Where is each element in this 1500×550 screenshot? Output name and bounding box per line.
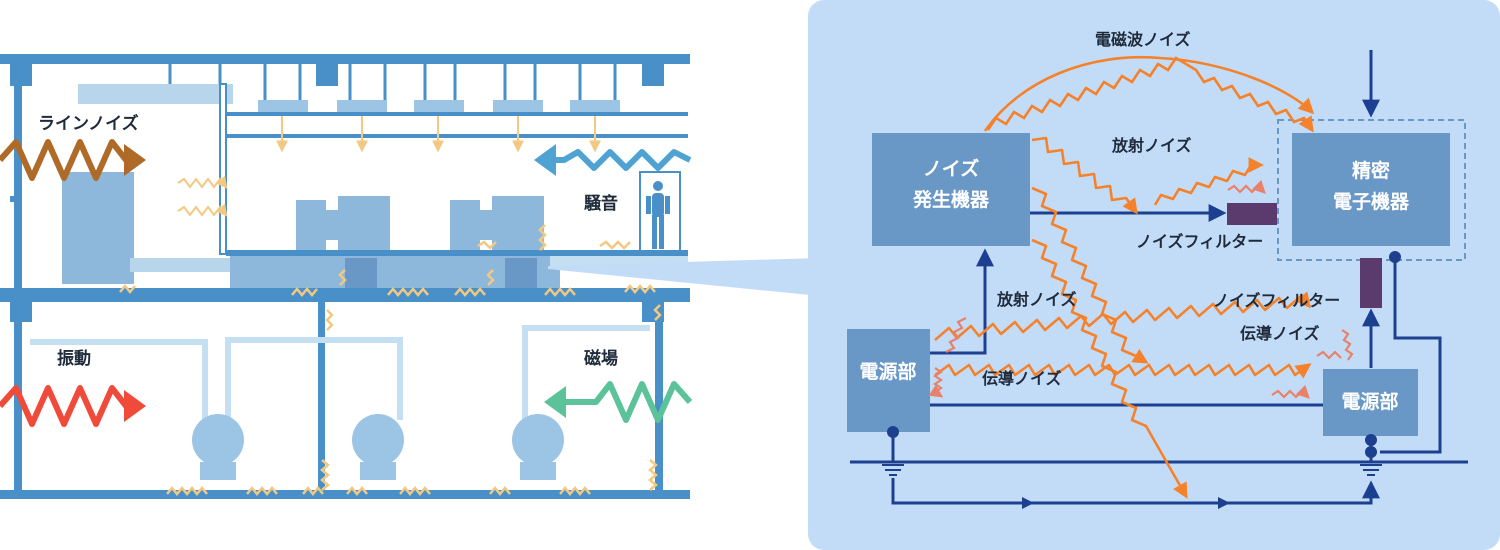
column-right-lower xyxy=(655,290,663,499)
door xyxy=(639,171,681,253)
vibration-arrowhead xyxy=(124,390,146,422)
noise-source-label-1: ノイズ xyxy=(923,157,979,180)
ceiling-hangers xyxy=(168,64,617,100)
noise-filter-top xyxy=(1227,203,1277,225)
vibration-label: 振動 xyxy=(57,348,91,369)
noise-source-box xyxy=(872,133,1030,246)
vibration-wave xyxy=(0,385,129,427)
conducted-noise-left-label: 伝導ノイズ xyxy=(982,369,1062,388)
pipes xyxy=(30,325,650,420)
floor-slab xyxy=(0,288,690,302)
sound-label: 騒音 xyxy=(584,193,618,214)
column-middle-lower xyxy=(318,300,325,495)
air-duct xyxy=(78,84,233,104)
noise-filter-right xyxy=(1360,258,1382,308)
column-cap xyxy=(10,300,32,322)
noise-path-diagram: ノイズ 発生機器 精密 電子機器 電源部 電源部 xyxy=(808,0,1500,550)
airflow-arrows xyxy=(276,116,601,153)
person-icon xyxy=(646,181,670,249)
column-cap xyxy=(642,64,664,86)
workbench xyxy=(226,250,688,256)
radiated-noise-left-label: 放射ノイズ xyxy=(996,290,1077,309)
column-left xyxy=(14,54,22,499)
power-unit-right xyxy=(1323,369,1418,436)
conducted-noise-waves xyxy=(928,179,1354,399)
noise-filter-top-label: ノイズフィルター xyxy=(1136,232,1263,251)
magnetic-arrowhead xyxy=(544,386,566,418)
line-noise-arrowhead xyxy=(124,144,146,176)
precision-device-box xyxy=(1292,133,1450,246)
column-cap xyxy=(10,64,32,86)
sound-arrowhead xyxy=(534,144,556,176)
cabinet xyxy=(62,172,134,284)
ground-symbol-icon xyxy=(882,464,1382,476)
roof-beam xyxy=(0,54,690,64)
ground-floor xyxy=(0,490,690,499)
sound-wave xyxy=(548,149,692,171)
vibration-waves xyxy=(119,224,662,496)
machines xyxy=(296,196,544,250)
power-unit-left xyxy=(847,329,930,432)
conducted-noise-right-label: 伝導ノイズ xyxy=(1240,324,1320,343)
noise-filter-right-label: ノイズフィルター xyxy=(1213,291,1340,310)
power-left-label: 電源部 xyxy=(859,360,916,383)
ceiling-units xyxy=(258,100,620,112)
connection-dots xyxy=(887,251,1401,458)
line-noise-label: ラインノイズ xyxy=(38,113,139,134)
building-section: ラインノイズ 騒音 振動 磁場 xyxy=(0,54,693,499)
column-cap xyxy=(316,64,338,86)
em-wave-noise-arrow xyxy=(986,56,1314,133)
power-right-label: 電源部 xyxy=(1341,390,1398,413)
magnetic-wave xyxy=(562,381,693,423)
column-cap xyxy=(642,300,664,322)
radiated-noise-arrows xyxy=(934,55,1315,499)
room-waves xyxy=(177,175,228,217)
precision-label-1: 精密 xyxy=(1352,159,1390,182)
em-wave-noise-label: 電磁波ノイズ xyxy=(1095,30,1191,49)
line-noise-wave xyxy=(0,139,129,181)
callout-wedge xyxy=(548,258,820,296)
magnetic-label: 磁場 xyxy=(584,348,618,369)
tanks xyxy=(192,414,564,480)
radiated-noise-top-label: 放射ノイズ xyxy=(1111,136,1192,155)
noise-source-label-2: 発生機器 xyxy=(912,188,990,211)
precision-label-2: 電子機器 xyxy=(1333,190,1410,213)
